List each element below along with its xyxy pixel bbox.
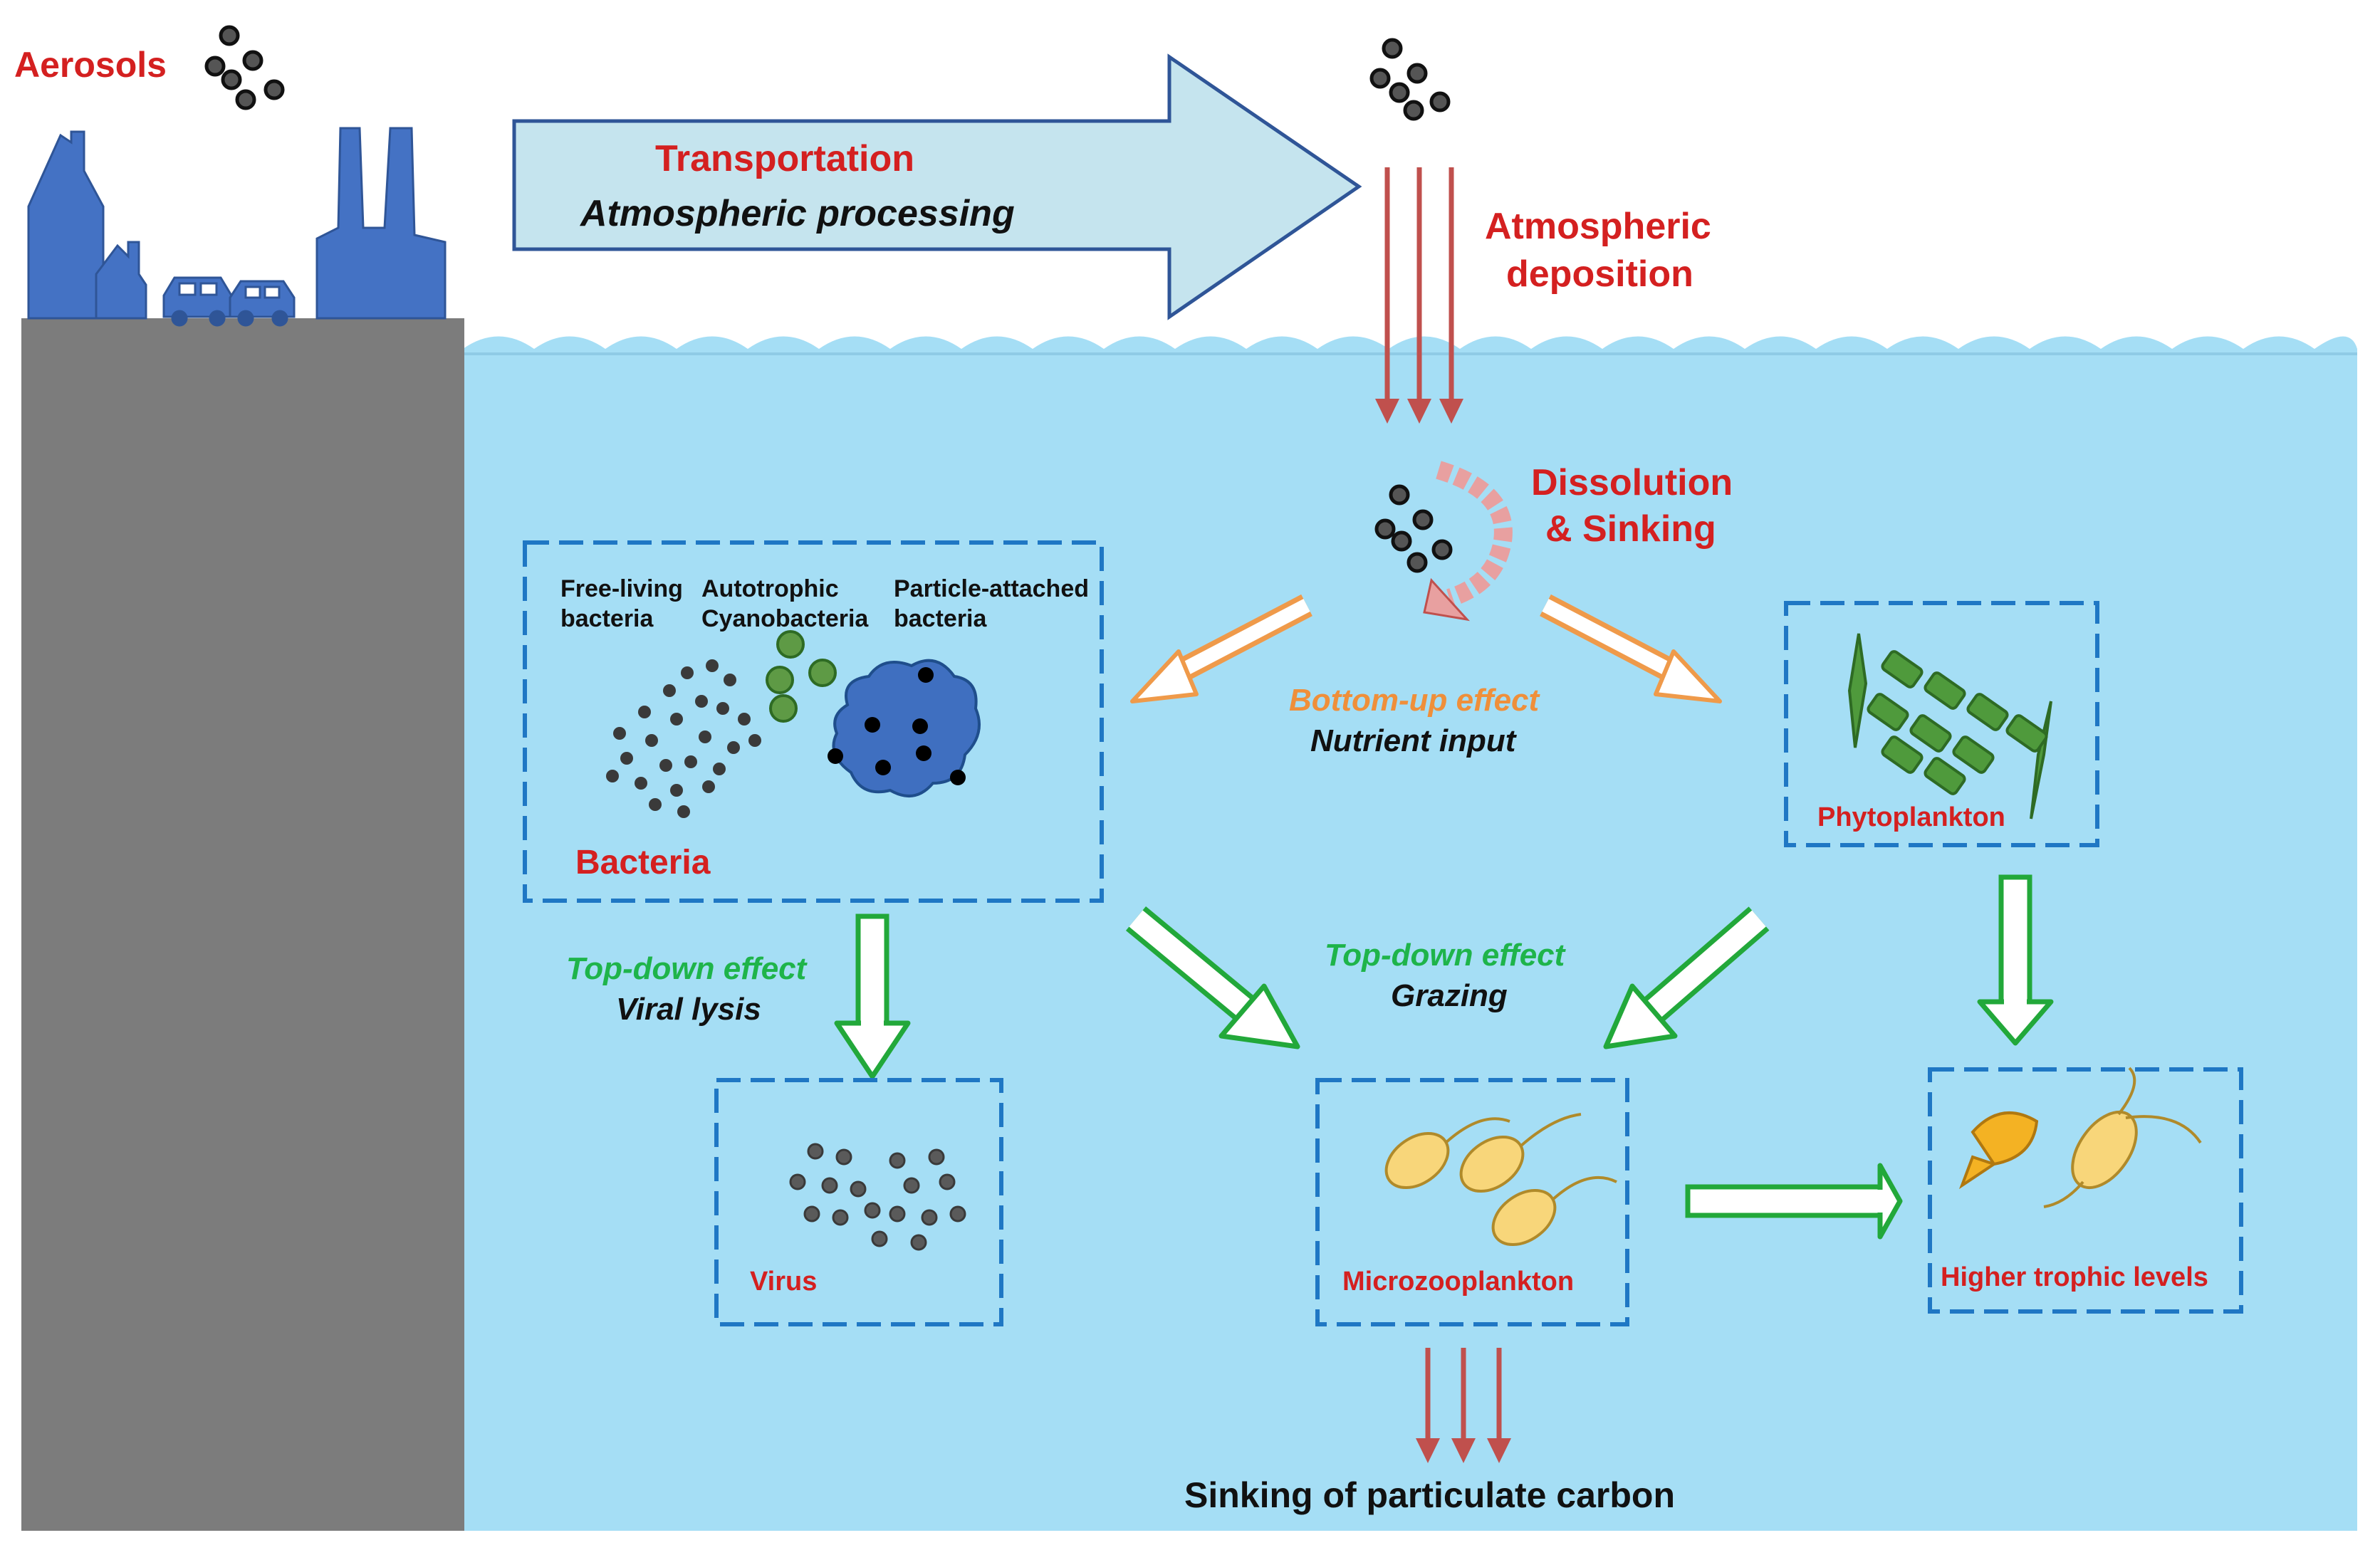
- dissolution-curved-arrow: [1436, 461, 1513, 607]
- phytoplankton-icon: [1847, 633, 2052, 819]
- microzooplankton-box: [1315, 1078, 1629, 1326]
- virus-icon: [789, 1143, 966, 1251]
- top-down-viral-label: Top-down effect: [566, 951, 808, 986]
- viral-lysis-arrow: [834, 913, 911, 1079]
- particle-attached-label-1: Particle-attached: [894, 575, 1089, 602]
- virus-label: Virus: [750, 1267, 817, 1297]
- particle-aggregate-icon: [832, 659, 981, 797]
- ocean: [463, 336, 2357, 1531]
- cyanobacteria-icon: [766, 630, 837, 723]
- dissolving-particles-icon: [1374, 484, 1453, 573]
- bacteria-label: Bacteria: [575, 844, 711, 881]
- higher-trophic-label: Higher trophic levels: [1941, 1262, 2208, 1292]
- viral-lysis-label: Viral lysis: [616, 992, 761, 1027]
- free-living-bacteria-icon: [606, 659, 761, 818]
- free-living-label-2: bacteria: [560, 605, 654, 632]
- bottom-up-effect-label: Bottom-up effect: [1289, 683, 1541, 718]
- phytoplankton-box: [1784, 601, 2099, 847]
- car-icon: [229, 280, 296, 327]
- dissolution-arrowhead: [1423, 577, 1471, 622]
- phytoplankton-label: Phytoplankton: [1817, 802, 2005, 832]
- deposition-arrows: [1375, 167, 1463, 424]
- top-down-grazing-label: Top-down effect: [1325, 938, 1567, 973]
- microzooplankton-label: Microzooplankton: [1342, 1267, 1574, 1297]
- bacteria-box: [523, 540, 1104, 903]
- bacteria-to-microzooplankton-arrow: [1125, 906, 1300, 1049]
- fish-icon: [1958, 1111, 2039, 1190]
- phytoplankton-to-higher-arrow: [1977, 874, 2054, 1046]
- higher-trophic-box: [1928, 1067, 2243, 1314]
- atmospheric-deposition-label-1: Atmospheric: [1485, 206, 1711, 247]
- city-buildings: [27, 127, 447, 320]
- transportation-label: Transportation: [655, 138, 914, 179]
- land: [21, 318, 464, 1531]
- aerosols-label: Aerosols: [14, 45, 167, 85]
- factory: [315, 127, 447, 320]
- bottom-up-arrow-right: [1540, 594, 1722, 703]
- aerosol-particles-icon: [1369, 38, 1451, 121]
- nutrient-input-label: Nutrient input: [1310, 723, 1518, 758]
- bottom-up-arrow-left: [1130, 594, 1312, 703]
- phytoplankton-to-microzooplankton-arrow: [1603, 906, 1770, 1049]
- free-living-label-1: Free-living: [560, 575, 683, 602]
- microzooplankton-to-higher-arrow: [1685, 1163, 1903, 1240]
- transportation-arrow: [512, 53, 1362, 320]
- dissolution-label-1: Dissolution: [1531, 462, 1733, 503]
- autotrophic-label-1: Autotrophic: [701, 575, 839, 602]
- autotrophic-label-2: Cyanobacteria: [701, 605, 869, 632]
- attached-bacteria-icon: [828, 667, 966, 785]
- particle-attached-label-2: bacteria: [894, 605, 987, 632]
- sinking-arrows: [1416, 1348, 1511, 1463]
- virus-box: [714, 1078, 1003, 1326]
- microzooplankton-icon: [1384, 1113, 1617, 1247]
- dissolution-label-2: & Sinking: [1545, 508, 1716, 550]
- grazing-label: Grazing: [1391, 978, 1508, 1013]
- copepod-icon: [2043, 1067, 2202, 1208]
- atmospheric-deposition-label-2: deposition: [1506, 253, 1693, 295]
- sinking-carbon-label: Sinking of particulate carbon: [1184, 1475, 1675, 1515]
- aerosol-particles-icon: [204, 25, 285, 110]
- atmospheric-processing-label: Atmospheric processing: [579, 193, 1015, 234]
